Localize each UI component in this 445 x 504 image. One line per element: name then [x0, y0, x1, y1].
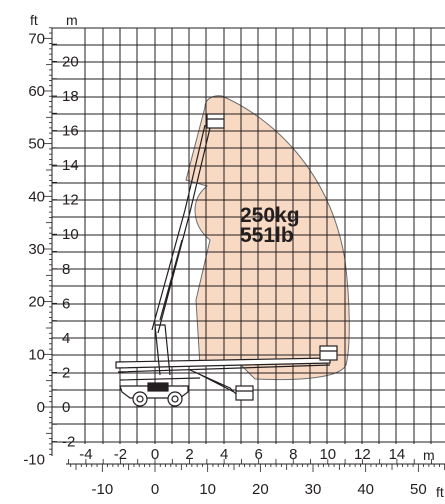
height-m-label: 8 [62, 261, 70, 278]
top-basket [206, 113, 225, 129]
outreach-m-label: 8 [289, 446, 297, 463]
height-ft-label: 60 [28, 83, 45, 100]
turret [147, 382, 169, 392]
height-ft-label: 50 [28, 136, 45, 153]
height-m-label: 2 [62, 364, 70, 381]
unit-ft-right: ft [436, 484, 444, 499]
outreach-ft-label: -10 [91, 481, 113, 498]
outreach-m-label: 14 [389, 446, 406, 463]
height-m-label: 12 [62, 192, 79, 209]
working-envelope [185, 95, 350, 381]
height-m-label: 16 [62, 123, 79, 140]
wheel-rear [132, 391, 148, 407]
unit-m-top: m [66, 12, 78, 28]
height-ft-label: 40 [28, 188, 45, 205]
outreach-m-label: 4 [220, 446, 228, 463]
height-m-label: 18 [62, 88, 79, 105]
height-m-label: 4 [62, 330, 70, 347]
right-basket [319, 345, 338, 361]
height-m-label: 6 [62, 295, 70, 312]
load-lb-label: 551lb [240, 224, 294, 247]
unit-m-right: m [423, 447, 435, 463]
boom-lift-machine [115, 113, 338, 407]
height-m-label: 20 [62, 53, 79, 70]
outreach-m-label: -4 [79, 446, 92, 463]
outreach-ft-label: 10 [199, 481, 216, 498]
low-boom [189, 369, 239, 397]
low-basket [235, 385, 254, 401]
height-ft-label: 70 [28, 30, 45, 47]
wheel-rear-hub [136, 395, 144, 403]
height-ft-label: 0 [37, 399, 45, 416]
wheel-front-hub [171, 395, 179, 403]
grid [52, 27, 445, 444]
upper-boom [151, 124, 211, 334]
outreach-m-label: 6 [255, 446, 263, 463]
height-ft-label: 20 [28, 294, 45, 311]
outreach-ft-label: 40 [357, 481, 374, 498]
load-kg-label: 250kg [240, 204, 300, 227]
outreach-scale-ticks [68, 459, 445, 472]
outreach-m-label: 10 [319, 446, 336, 463]
height-ft-label: 30 [28, 241, 45, 258]
outreach-ft-label: 20 [252, 481, 269, 498]
outreach-m-label: 12 [354, 446, 371, 463]
wheel-front [167, 391, 183, 407]
height-scale-ticks [44, 27, 57, 455]
unit-ft-top: ft [30, 12, 38, 28]
height-m-label: 10 [62, 226, 79, 243]
axis-labels: 706050403020100-1020181614121086420-2-4-… [23, 30, 426, 498]
height-m-label: -2 [62, 434, 75, 451]
outreach-m-label: 0 [151, 446, 159, 463]
outreach-ft-label: 50 [410, 481, 427, 498]
height-m-label: 14 [62, 157, 79, 174]
height-m-label: 0 [62, 399, 70, 416]
outreach-ft-label: 30 [305, 481, 322, 498]
outreach-ft-label: 0 [151, 481, 159, 498]
height-ft-label: 10 [28, 346, 45, 363]
outreach-m-label: 2 [185, 446, 193, 463]
boom-horizontal-2 [117, 364, 331, 381]
outreach-m-label: -2 [114, 446, 127, 463]
height-ft-label: -10 [23, 452, 45, 469]
